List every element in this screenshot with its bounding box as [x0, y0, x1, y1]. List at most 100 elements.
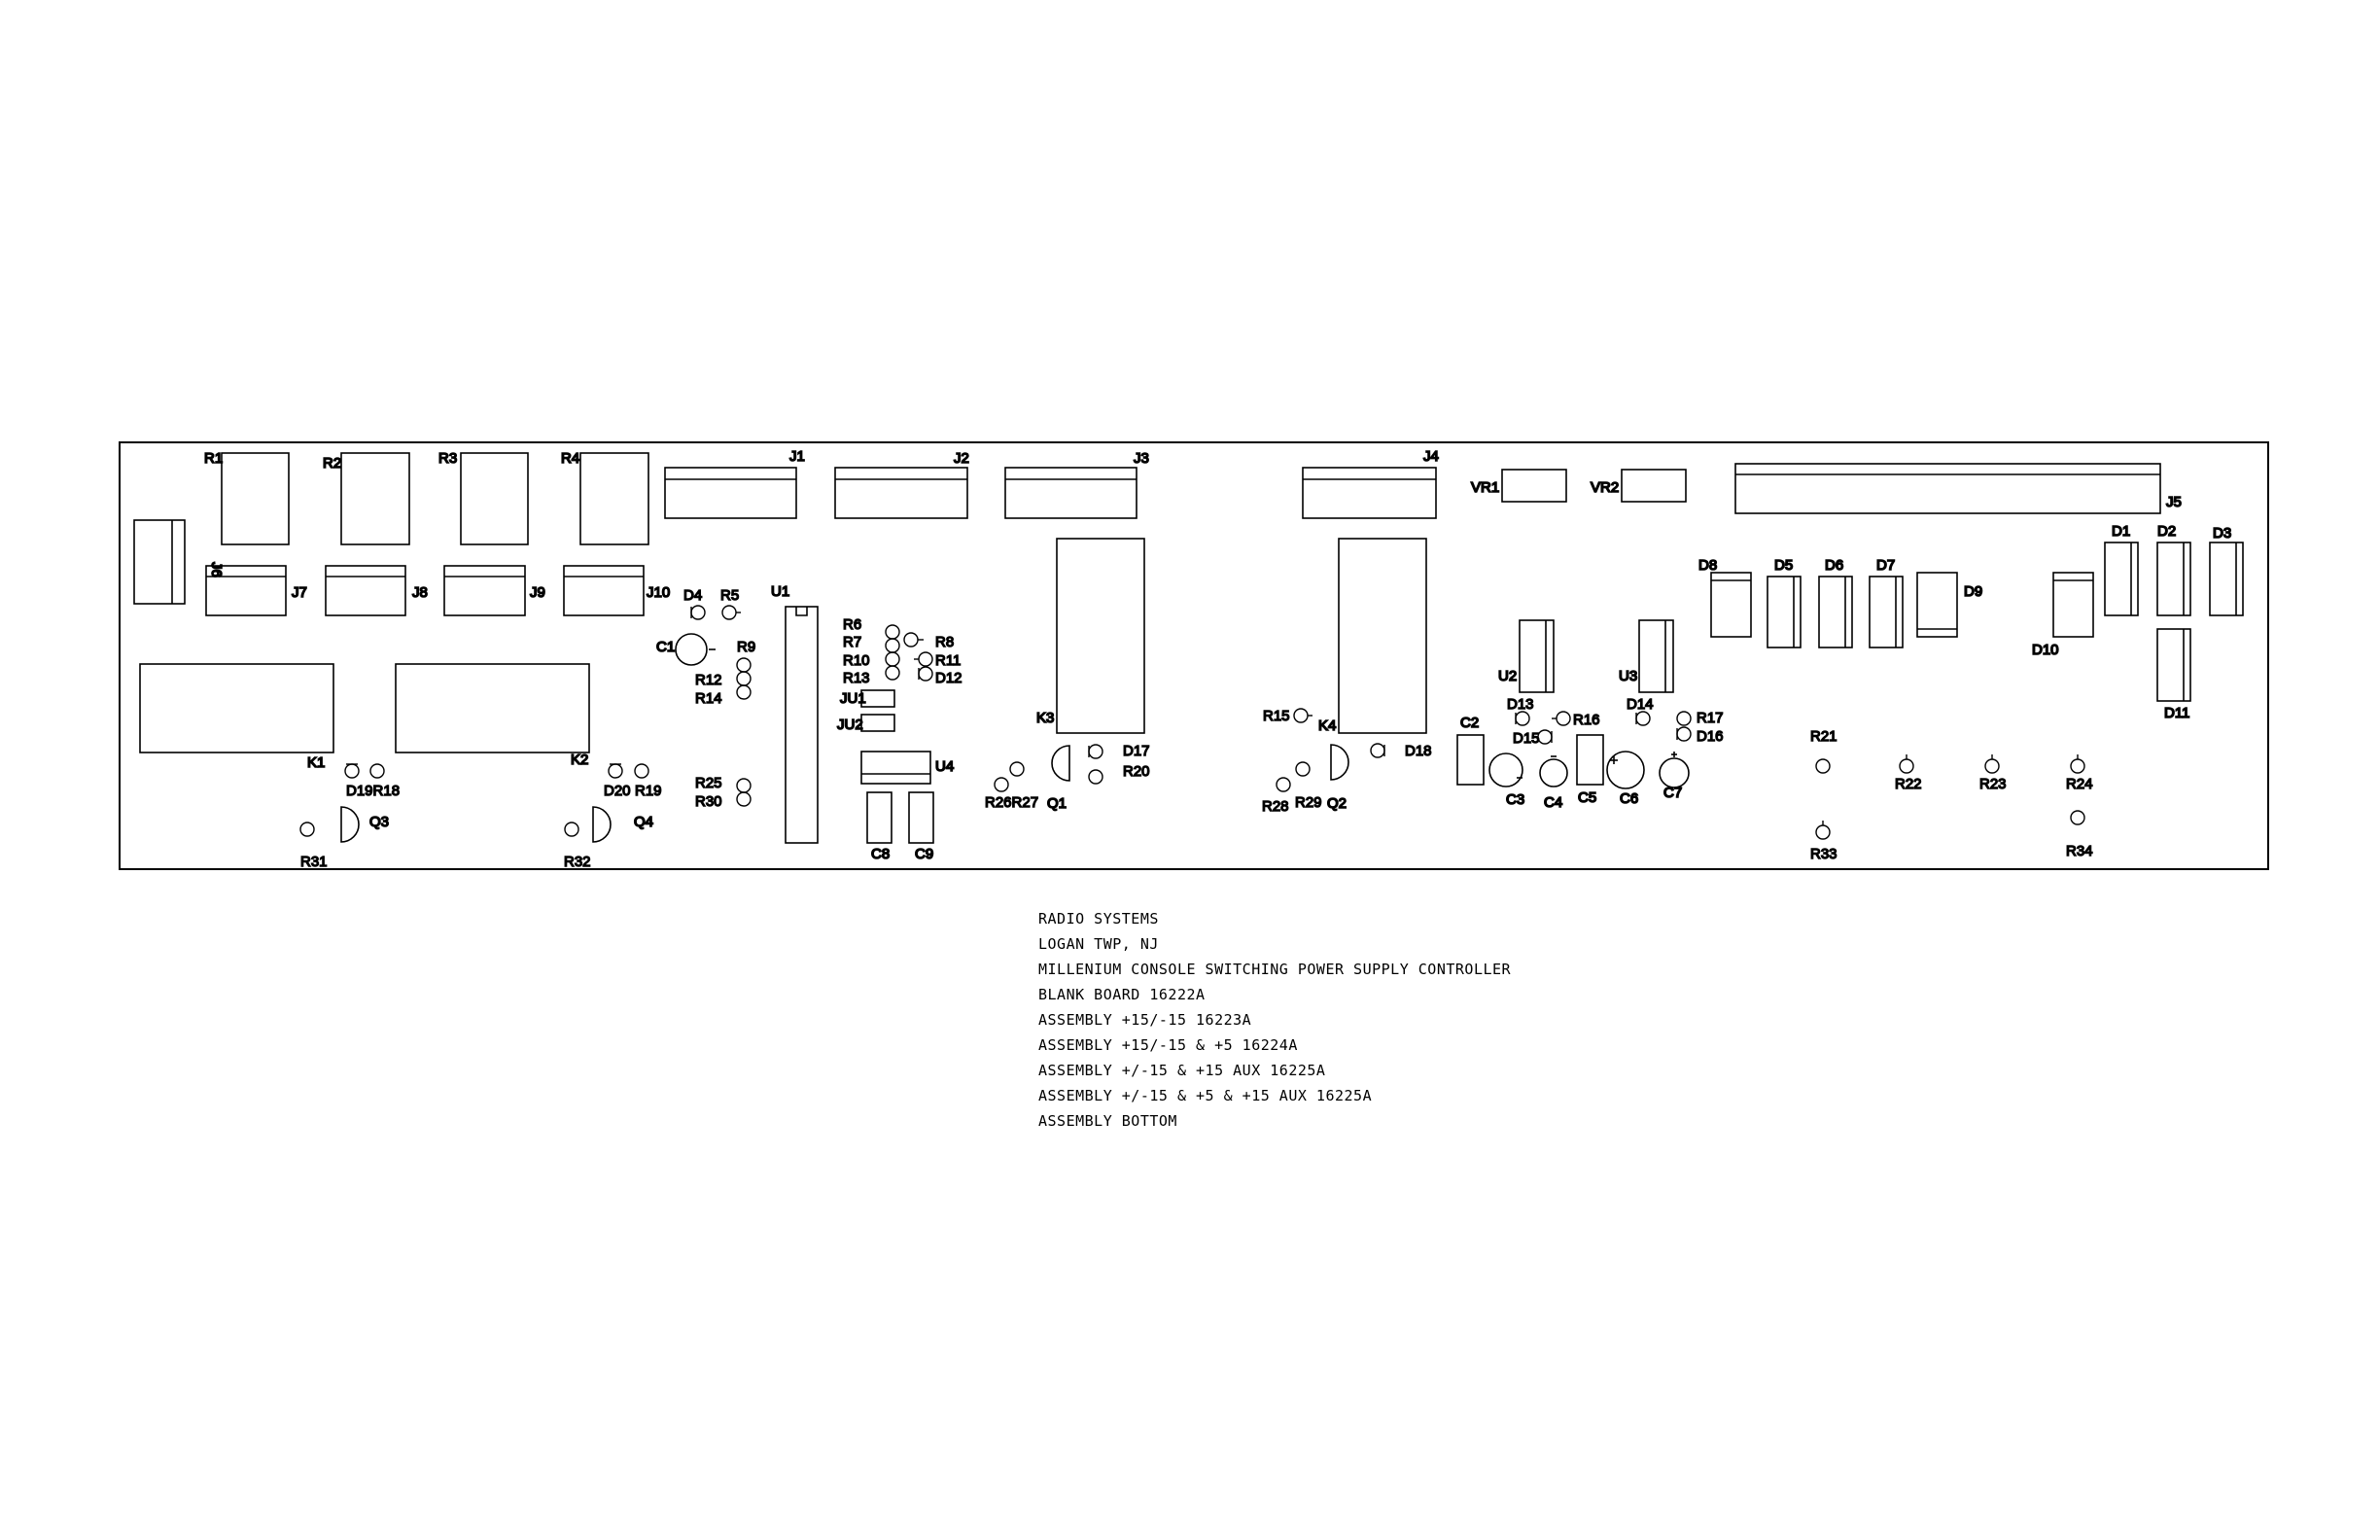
label-c9: C9: [915, 846, 933, 862]
resistor-r16: [1556, 711, 1571, 726]
resistor-r19: [634, 763, 649, 779]
label-d1: D1: [2112, 523, 2130, 540]
diode-d5: [1767, 576, 1802, 648]
diode-d1: [2104, 542, 2139, 616]
title-line: RADIO SYSTEMS: [1038, 910, 1159, 928]
label-d9: D9: [1964, 583, 1982, 600]
label-r23: R23: [1979, 776, 2007, 792]
connector-j7: [205, 565, 287, 616]
resistor-r18: [369, 763, 385, 779]
ic-u1-group: U1: [770, 582, 819, 844]
label-r12: R12: [695, 672, 722, 688]
diode-d6: [1818, 576, 1853, 648]
label-r15: R15: [1263, 708, 1290, 724]
resistor-r5: [721, 605, 737, 620]
label-r14: R14: [695, 690, 722, 707]
label-j6: J6: [208, 562, 225, 578]
label-d3: D3: [2213, 525, 2231, 542]
connector-j9: [443, 565, 526, 616]
label-j9: J9: [530, 584, 545, 601]
jumper-ju1: [860, 689, 895, 708]
cap-c4: [1539, 758, 1568, 788]
diode-d11: [2156, 628, 2191, 702]
resistor-r10: [885, 651, 900, 667]
resistor-r24: [2070, 758, 2085, 774]
ic-u4: [860, 751, 931, 785]
diode-d8: [1710, 572, 1752, 638]
resistor-r15: [1293, 708, 1309, 723]
diode-d14: [1635, 711, 1651, 726]
label-j3: J3: [1134, 450, 1149, 467]
label-r13: R13: [843, 670, 870, 686]
label-ju1: JU1: [840, 690, 866, 707]
diode-d15: [1537, 729, 1553, 745]
label-r16: R16: [1573, 712, 1600, 728]
diode-d16: [1676, 726, 1692, 742]
label-r21: R21: [1810, 728, 1838, 745]
label-q4: Q4: [634, 814, 653, 830]
diode-d3: [2209, 542, 2244, 616]
ic-u1: [785, 606, 819, 844]
ics-u2-u3: U2 U3: [1497, 619, 1674, 693]
label-u2: U2: [1498, 668, 1517, 684]
transistor-q1: [1051, 745, 1070, 782]
cap-c6: [1606, 751, 1645, 789]
label-d8: D8: [1698, 557, 1717, 574]
relays-k3-k4: K3 K4: [1035, 538, 1427, 735]
label-u4: U4: [935, 758, 954, 775]
title-line: BLANK BOARD 16222A: [1038, 986, 1206, 1003]
label-d6: D6: [1825, 557, 1843, 574]
label-j7: J7: [292, 584, 307, 601]
label-r8: R8: [935, 634, 954, 650]
pot-r1: [221, 452, 290, 545]
label-vr1: VR1: [1471, 479, 1499, 496]
jumper-ju2: [860, 714, 895, 732]
resistor-r32: [564, 822, 579, 837]
resistor-r6: [885, 624, 900, 640]
label-vr2: VR2: [1591, 479, 1619, 496]
transistor-q2: [1330, 744, 1349, 781]
diode-d9: [1916, 572, 1958, 638]
label-r31: R31: [300, 854, 328, 870]
relay-k3: [1056, 538, 1145, 734]
diode-d2: [2156, 542, 2191, 616]
transistor-q3: [340, 806, 360, 843]
header-j1: [664, 467, 797, 519]
label-r26r27: R26R27: [985, 794, 1038, 811]
resistor-r21: [1815, 758, 1831, 774]
cap-c9: [908, 791, 934, 844]
label-r24: R24: [2066, 776, 2093, 792]
label-d5: D5: [1774, 557, 1793, 574]
pots-r1-r4: R1 R2 R3 R4: [203, 449, 649, 545]
relay-k4: [1338, 538, 1427, 734]
resistor-r7: [885, 638, 900, 653]
label-r2: R2: [323, 455, 341, 472]
label-d13: D13: [1507, 696, 1534, 713]
label-ju2: JU2: [837, 717, 863, 733]
label-d2: D2: [2157, 523, 2176, 540]
label-j4: J4: [1423, 448, 1439, 465]
label-d7: D7: [1876, 557, 1895, 574]
label-q1: Q1: [1047, 795, 1067, 812]
label-d10: D10: [2032, 642, 2059, 658]
label-r28: R28: [1262, 798, 1289, 815]
resistor-r22: [1899, 758, 1914, 774]
label-d19r18: D19R18: [346, 783, 400, 799]
label-j10: J10: [647, 584, 670, 601]
label-r11: R11: [935, 652, 961, 669]
cap-c1: [675, 633, 708, 666]
resistor-r30: [736, 791, 752, 807]
cap-c2: [1456, 734, 1485, 786]
header-j3: [1004, 467, 1138, 519]
label-k4: K4: [1318, 718, 1336, 734]
title-line: ASSEMBLY +/-15 & +15 AUX 16225A: [1038, 1062, 1326, 1079]
label-j2: J2: [954, 450, 969, 467]
pot-r3: [460, 452, 529, 545]
label-r10: R10: [843, 652, 870, 669]
resistor-r25: [736, 778, 752, 793]
connectors-j7-j10: J7 J8 J9 J10: [205, 565, 671, 616]
resistor-r12: [736, 671, 752, 686]
resistor-r27: [1009, 761, 1025, 777]
resistor-r8: [903, 632, 919, 648]
